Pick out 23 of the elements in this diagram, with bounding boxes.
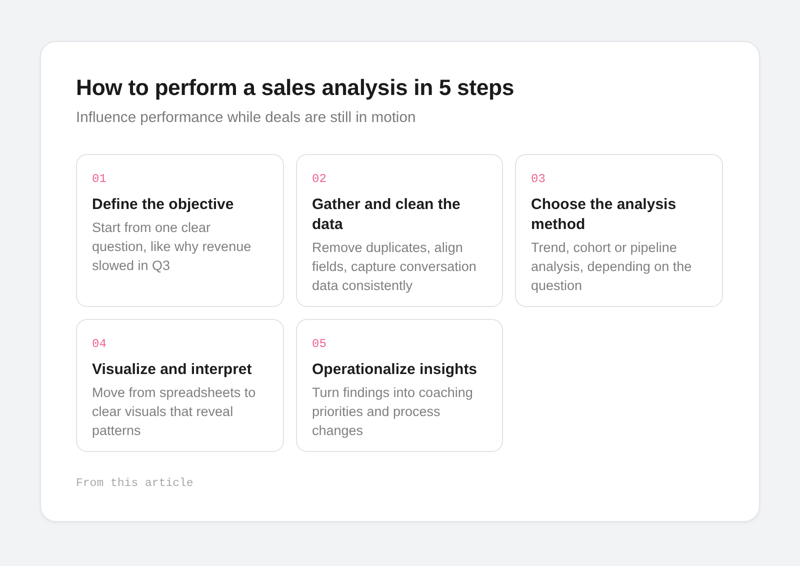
step-number: 05 xyxy=(312,336,326,352)
step-card xyxy=(515,154,723,307)
step-description: Remove duplicates, align fields, capture conversation data consistently xyxy=(312,239,478,295)
step-title: Choose the analysis method xyxy=(531,195,678,235)
step-number: 02 xyxy=(312,171,326,187)
subtitle: Influence performance while deals are still in motion xyxy=(76,109,416,128)
step-card xyxy=(76,154,284,307)
step-card xyxy=(296,154,503,307)
step-title: Define the objective xyxy=(92,195,235,215)
step-description: Turn findings into coaching priorities and process changes xyxy=(312,384,474,440)
step-number: 04 xyxy=(92,336,106,352)
title: How to perform a sales analysis in 5 steps xyxy=(76,74,514,102)
step-description: Trend, cohort or pipeline analysis, depending on the question xyxy=(531,239,693,295)
step-card xyxy=(76,319,284,452)
step-number: 01 xyxy=(92,171,106,187)
step-description: Start from one clear question, like why revenue slowed in Q3 xyxy=(92,219,252,275)
step-title: Gather and clean the data xyxy=(312,195,462,235)
step-number: 03 xyxy=(531,171,546,187)
step-description: Move from spreadsheets to clear visuals that reveal patterns xyxy=(92,384,257,440)
step-card xyxy=(296,319,503,452)
source-note: From this article xyxy=(76,476,194,491)
step-title: Visualize and interpret xyxy=(92,360,253,380)
step-title: Operationalize insights xyxy=(312,360,478,380)
